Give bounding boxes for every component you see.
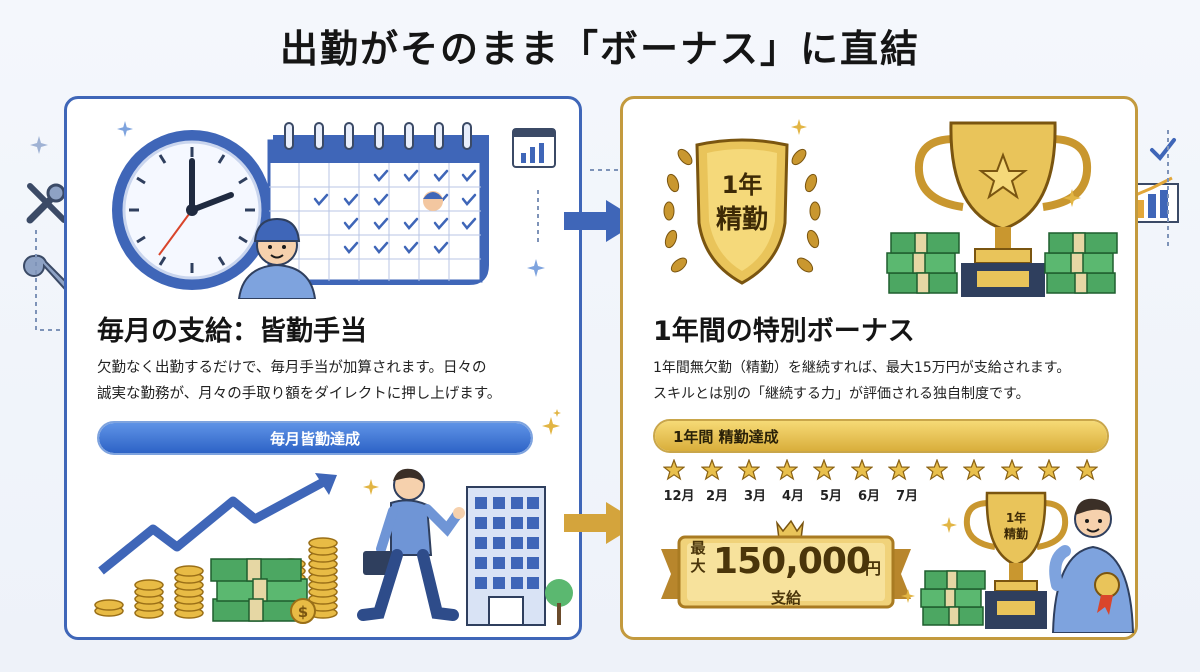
star-icon [1000,459,1023,481]
star-icon [888,459,910,481]
money-stack-icon [1044,232,1118,294]
star-icon [775,459,798,481]
annual-progress-fill [655,421,1107,451]
annual-description: 1年間無欠勤（精勤）を継続すれば、最大15万円が支給されます。 スキルとは別の「… [653,360,1071,402]
month-label: 6月 [857,489,881,504]
shield-label-line2: 精勤 [715,205,768,235]
money-stack-icon [920,570,986,626]
bonus-amount-banner: 最大 150,000 円 支給 [661,519,911,613]
star-icon [813,459,835,481]
monthly-progress-bar: 毎月皆勤達成 [97,421,533,455]
growth-chart-icon [98,473,337,575]
calendar-icon [267,122,489,285]
star-icon [738,459,760,481]
clock-icon [112,130,272,290]
month-label: 4月 [781,489,805,504]
months-row: 12月 2月 3月 4月 5月 6月 7月 [653,485,953,507]
annual-heading: 1年間の特別ボーナス [653,316,915,347]
sparkle-icon [30,136,48,154]
sparkle-icon [117,121,133,137]
worker-icon [237,217,317,299]
bonus-prefix: 最大 [690,539,706,575]
star-icon [963,459,985,481]
chart-icon [512,128,556,168]
small-trophy-line2: 精勤 [1003,527,1028,541]
shield-label-line1: 1年 [721,171,763,199]
star-icon [1075,459,1098,481]
month-label: 2月 [705,489,729,504]
annual-progress-label: 1年間 精勤達成 [673,427,779,446]
monthly-allowance-panel: 毎月の支給：皆勤手当 欠勤なく出勤するだけで、毎月手当が加算されます。日々の 誠… [64,96,582,640]
monthly-progress-fill [99,423,531,453]
monthly-heading: 毎月の支給：皆勤手当 [97,316,367,347]
star-icon [850,459,873,481]
svg-text:$: $ [298,603,308,621]
money-stack-icon [886,232,960,294]
bonus-amount: 150,000 [713,541,871,582]
laurel-shield-icon [663,138,821,285]
month-label: 3月 [743,489,767,504]
building-icon [466,486,573,626]
wrench-icon [26,183,67,224]
annual-progress-bar: 1年間 精勤達成 [653,419,1109,453]
month-label: 7月 [895,489,919,504]
worker-icon [1049,498,1135,633]
month-label: 5月 [819,489,843,504]
sparkle-icon [363,479,379,495]
ribbon-banner-icon [661,519,911,609]
annual-bonus-panel: 1年 精勤 1年間の特別ボーナス 1年間無欠勤（精勤）を [620,96,1138,640]
trophy-icon [914,121,1092,297]
bonus-unit: 円 [865,559,882,578]
month-label: 12月 [663,489,695,504]
monthly-description: 欠勤なく出勤するだけで、毎月手当が加算されます。日々の 誠実な勤務が、月々の手取… [97,360,502,402]
small-trophy-line1: 1年 [1005,511,1027,525]
star-icon [925,459,948,481]
dashed-connector [537,169,620,242]
sparkle-icon [901,589,915,603]
sparkle-icon [791,119,807,135]
bonus-subtitle: 支給 [770,589,801,607]
sparkle-icon [527,259,545,277]
monthly-progress-label: 毎月皆勤達成 [269,429,360,448]
dashed-connector [35,230,64,331]
page-title: 出勤がそのまま「ボーナス」に直結 [279,27,920,71]
monthly-stars-row [663,459,1103,485]
walking-worker-icon [357,468,465,621]
star-icon [700,459,723,481]
money-stack-icon: $ [210,558,316,624]
sparkle-icon [1063,189,1081,207]
trophy-icon [963,491,1069,629]
dashed-connector [1167,130,1169,250]
star-icon [663,459,685,481]
star-icon [1038,459,1060,481]
sparkle-icon [941,517,957,533]
sparkle-icon [542,409,561,435]
